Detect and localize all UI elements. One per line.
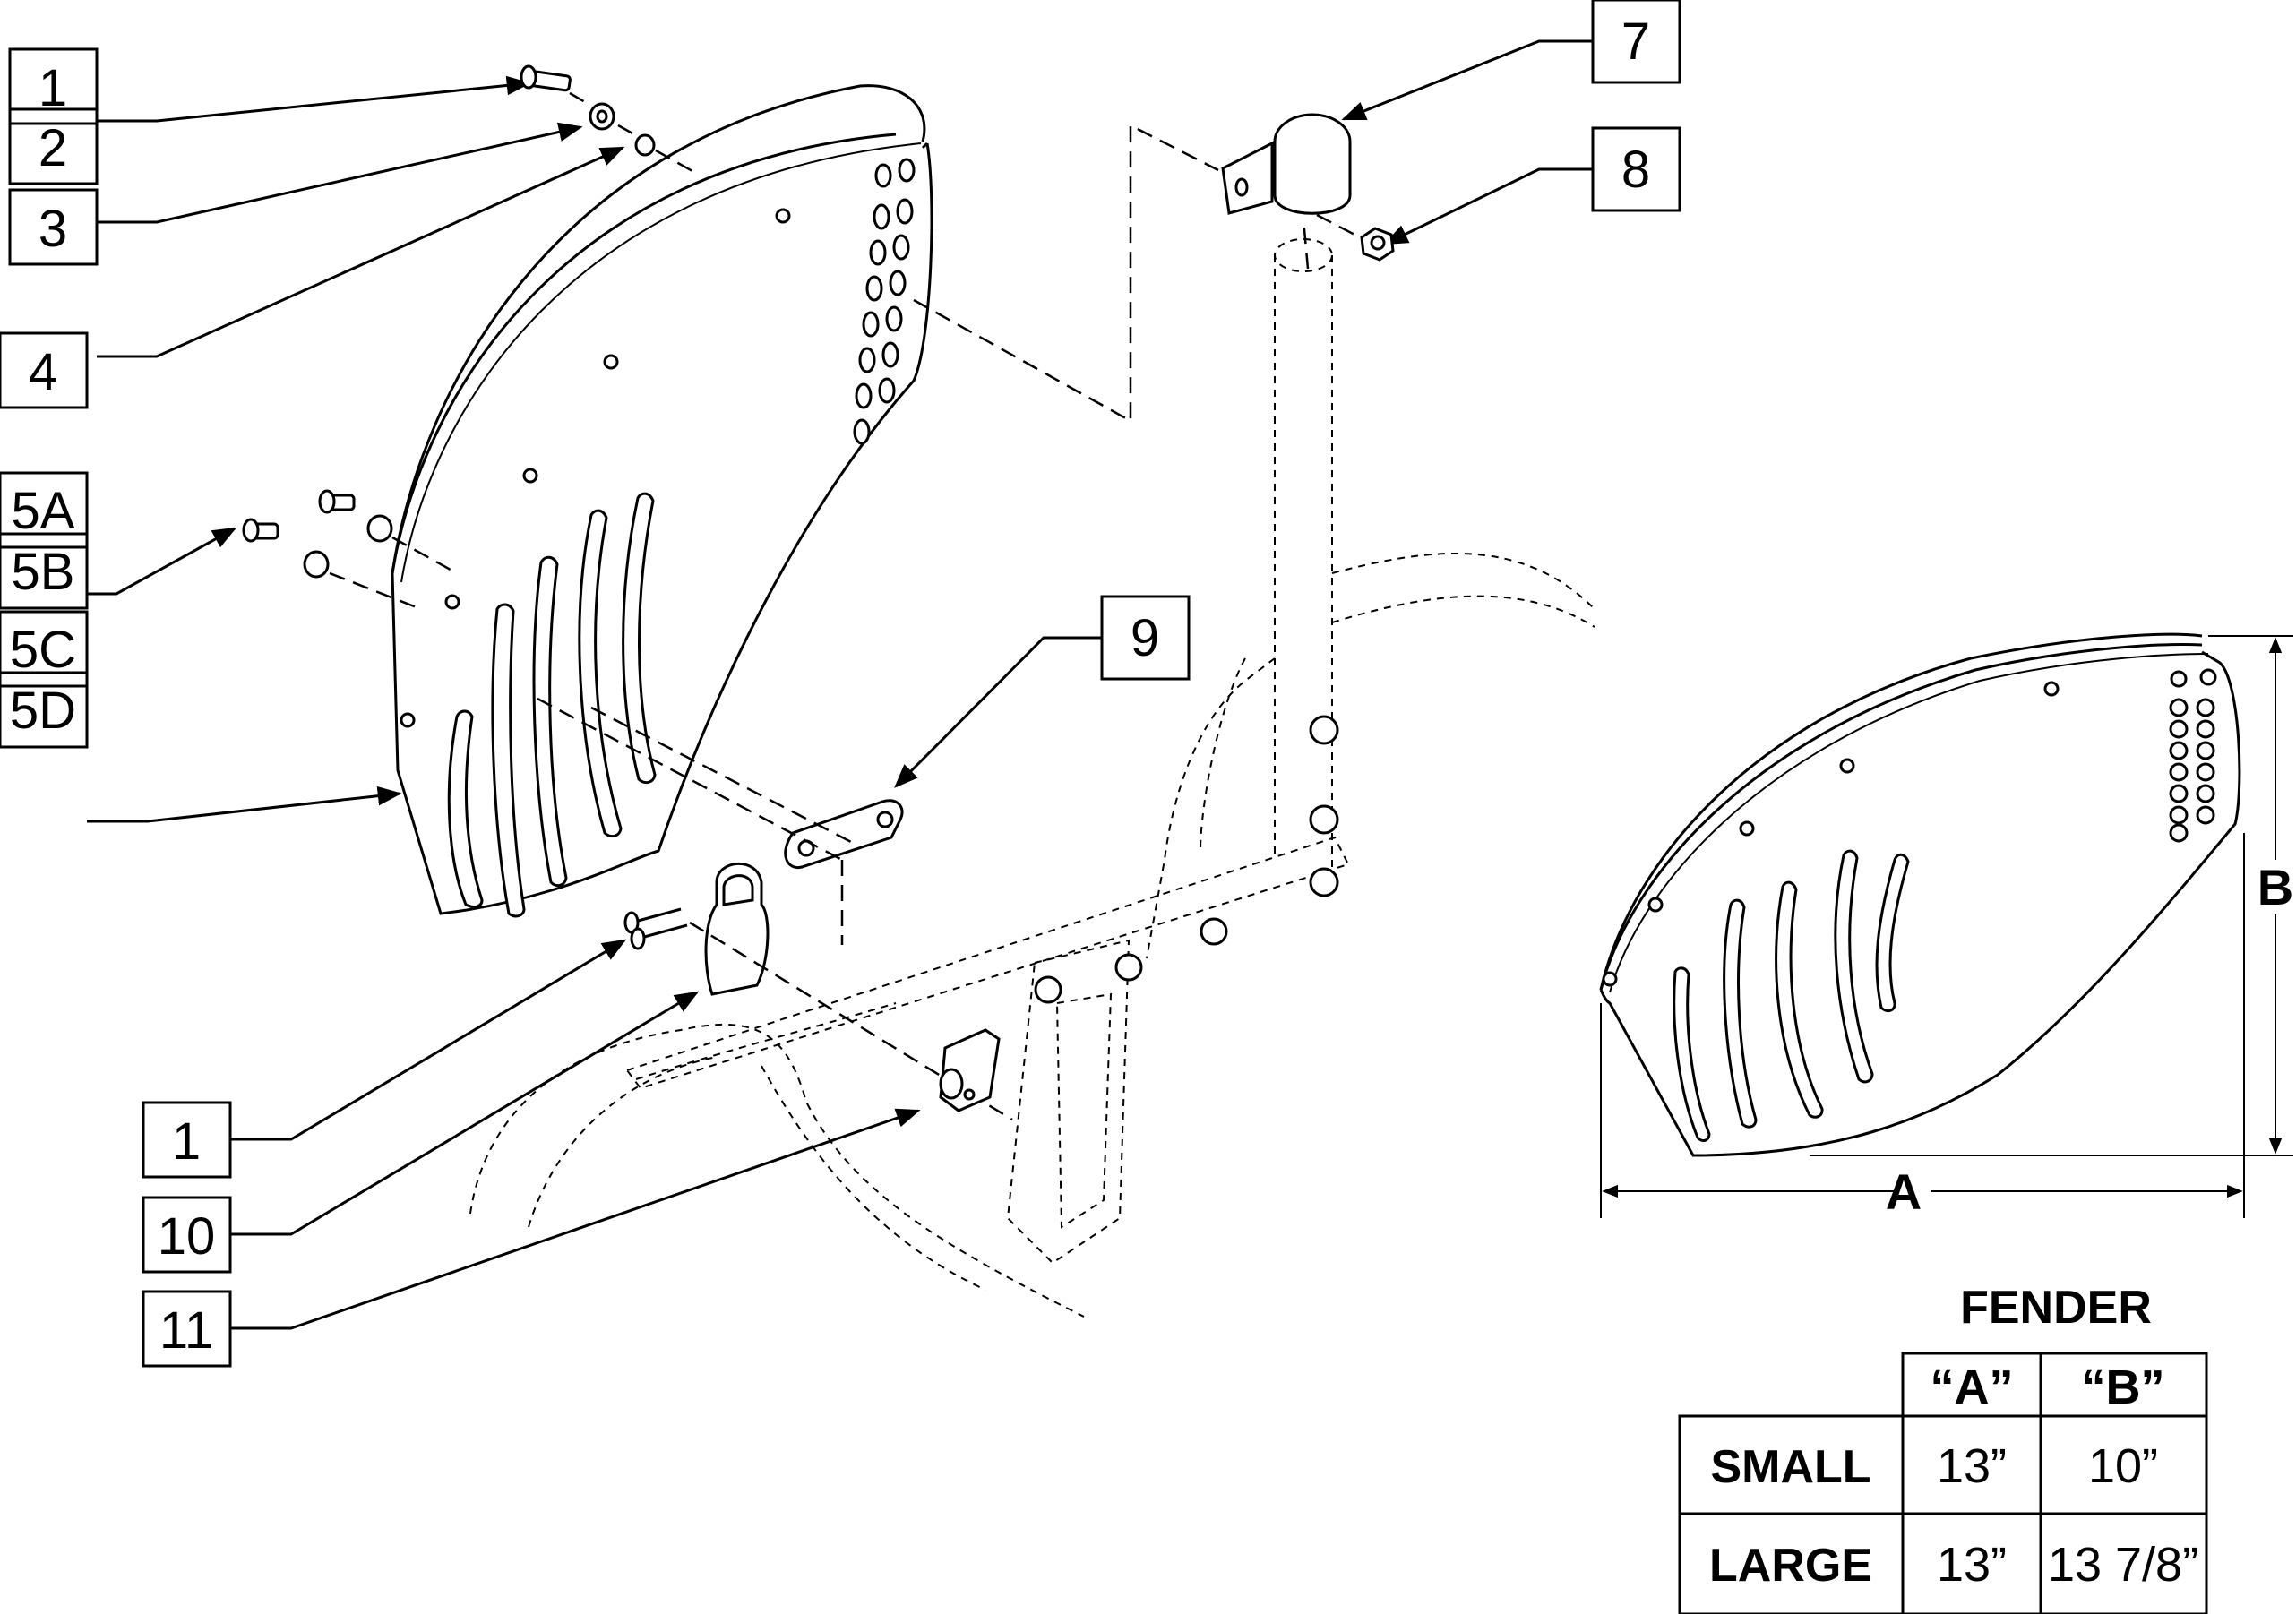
callout-10: 10: [142, 1196, 232, 1274]
svg-text:5B: 5B: [12, 543, 75, 601]
screw-set-top: [520, 64, 700, 176]
table-row-label: LARGE: [1709, 1540, 1872, 1592]
callout-5c: 5C: [0, 610, 89, 688]
callout-5b: 5B: [0, 532, 89, 610]
dimension-fender-holes: [2169, 668, 2217, 843]
callout-3: 3: [8, 188, 99, 266]
table-cell-a: 13”: [1937, 1538, 2007, 1592]
table-cell-b: 13 7/8”: [2048, 1538, 2198, 1592]
table-row-label: SMALL: [1710, 1441, 1870, 1493]
callout-1: 1: [8, 47, 99, 125]
table-cell-a: 13”: [1937, 1439, 2007, 1493]
fender-size-table: FENDER “A” “B” SMALL 13” 10” LARGE 13” 1…: [1678, 1282, 2208, 1614]
callout-2: 2: [8, 107, 99, 185]
callout-7: 7: [1591, 0, 1681, 84]
table-header-a: “A”: [1931, 1361, 2014, 1414]
dimension-b-label: B: [2257, 859, 2293, 915]
bracket-9: [537, 697, 904, 945]
svg-text:4: 4: [29, 343, 57, 401]
callout-5d: 5D: [0, 671, 89, 749]
svg-text:5A: 5A: [12, 482, 75, 540]
svg-text:3: 3: [39, 200, 67, 258]
svg-text:5C: 5C: [10, 621, 76, 679]
callout-4: 4: [0, 331, 89, 409]
bracket-11: [939, 1028, 1001, 1112]
callout-8: 8: [1591, 126, 1681, 212]
callout-11: 11: [142, 1290, 232, 1368]
svg-text:9: 9: [1131, 609, 1159, 667]
callout-9: 9: [1100, 595, 1191, 681]
table-title: FENDER: [1960, 1282, 2152, 1334]
callout-1-lower: 1: [142, 1101, 232, 1179]
screw-set-left: [242, 489, 458, 611]
svg-text:5D: 5D: [10, 682, 76, 740]
svg-text:10: 10: [158, 1207, 216, 1266]
svg-text:8: 8: [1621, 141, 1650, 199]
fender-slots: [447, 492, 657, 918]
fender-mount-holes: [853, 158, 916, 445]
svg-text:7: 7: [1621, 13, 1650, 71]
dimension-a-label: A: [1886, 1163, 1922, 1220]
table-header-b: “B”: [2082, 1361, 2165, 1414]
leader-lines: [87, 39, 1593, 1330]
svg-text:1: 1: [172, 1112, 201, 1171]
fender-dimension-view: A B: [1599, 632, 2293, 1220]
table-cell-b: 10”: [2088, 1439, 2158, 1493]
clamp-and-post: [913, 113, 1395, 873]
wheelchair-frame-dotted: [469, 552, 1595, 1318]
fender-panel-main: [391, 84, 933, 918]
svg-text:11: 11: [159, 1301, 213, 1360]
svg-text:2: 2: [39, 119, 67, 177]
callout-5a: 5A: [0, 471, 89, 549]
svg-text:1: 1: [39, 59, 67, 117]
